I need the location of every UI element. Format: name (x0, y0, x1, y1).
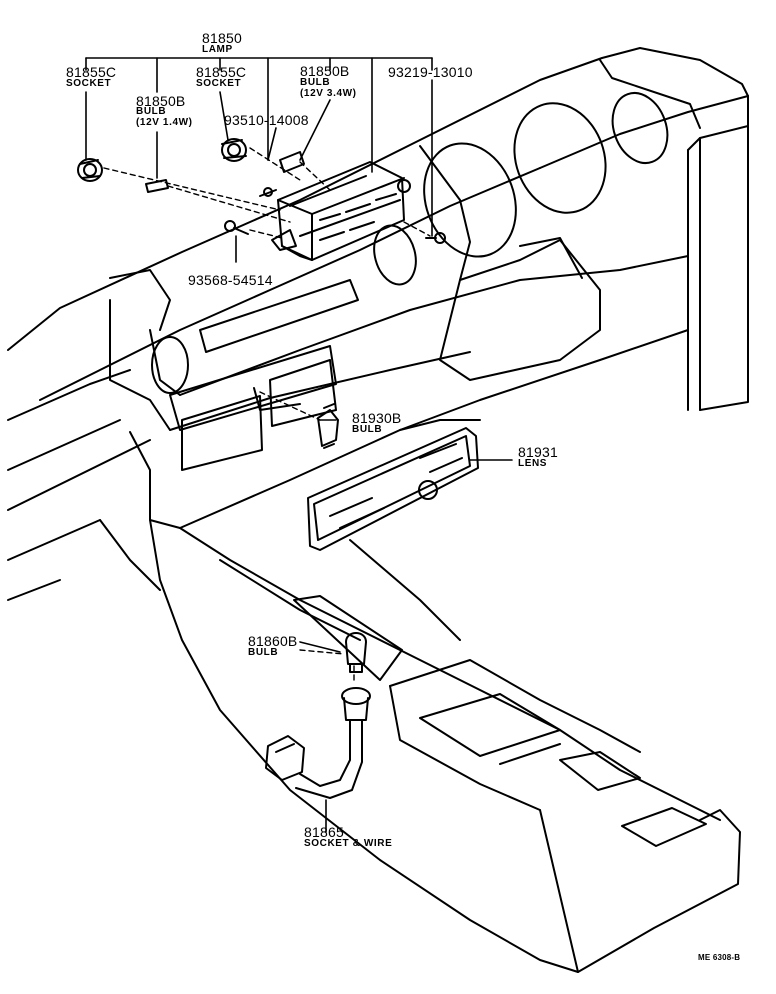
lens-part-number: 81931 (518, 444, 558, 460)
dashboard-body (7, 47, 749, 601)
bulb-small-spec: (12V 1.4W) (136, 117, 193, 128)
socket-right-part (221, 138, 247, 162)
screw-a-part (259, 187, 277, 197)
socket-right-part-number: 81855C (196, 64, 247, 80)
bulb-console-part (345, 632, 367, 673)
socket-left-part (77, 158, 103, 182)
lens-name: LENS (518, 458, 548, 469)
socket-wire-name: SOCKET & WIRE (304, 838, 393, 849)
screw-b-part-number: 93568-54514 (188, 272, 273, 288)
lamp-part-name: LAMP (202, 44, 233, 55)
bulb-large-part-number: 81850B (300, 63, 350, 79)
lamp-leader-bracket (85, 57, 513, 833)
socket-right-name: SOCKET (196, 78, 242, 89)
clip-part (425, 232, 446, 244)
bulb-small-part (145, 179, 169, 193)
bulb-small-part-number: 81850B (136, 93, 186, 109)
bulb-festoon-part (317, 403, 339, 449)
center-panel (151, 279, 359, 471)
screw-a-part-number: 93510-14008 (224, 112, 309, 128)
bulb-festoon-name: BULB (352, 424, 383, 435)
bulb-large-part (279, 151, 305, 173)
socket-wire-part (265, 687, 371, 799)
instrument-cluster (373, 92, 669, 381)
bulb-console-name: BULB (248, 647, 279, 658)
lens-part (307, 427, 479, 551)
socket-left-name: SOCKET (66, 78, 112, 89)
bulb-console-part-number: 81860B (248, 633, 298, 649)
bulb-large-name: BULB (300, 77, 331, 88)
bulb-festoon-part-number: 81930B (352, 410, 402, 426)
socket-left-part-number: 81855C (66, 64, 117, 80)
socket-wire-part-number: 81865 (304, 824, 344, 840)
center-console (149, 419, 741, 973)
bulb-large-spec: (12V 3.4W) (300, 88, 357, 99)
lamp-part-number: 81850 (202, 30, 242, 46)
bulb-small-name: BULB (136, 106, 167, 117)
assembly-lines (103, 147, 431, 685)
clip-part-number: 93219-13010 (388, 64, 473, 80)
lamp-assembly (271, 161, 411, 261)
drawing-reference: ME 6308-B (698, 953, 741, 962)
screw-b-part (224, 220, 249, 235)
